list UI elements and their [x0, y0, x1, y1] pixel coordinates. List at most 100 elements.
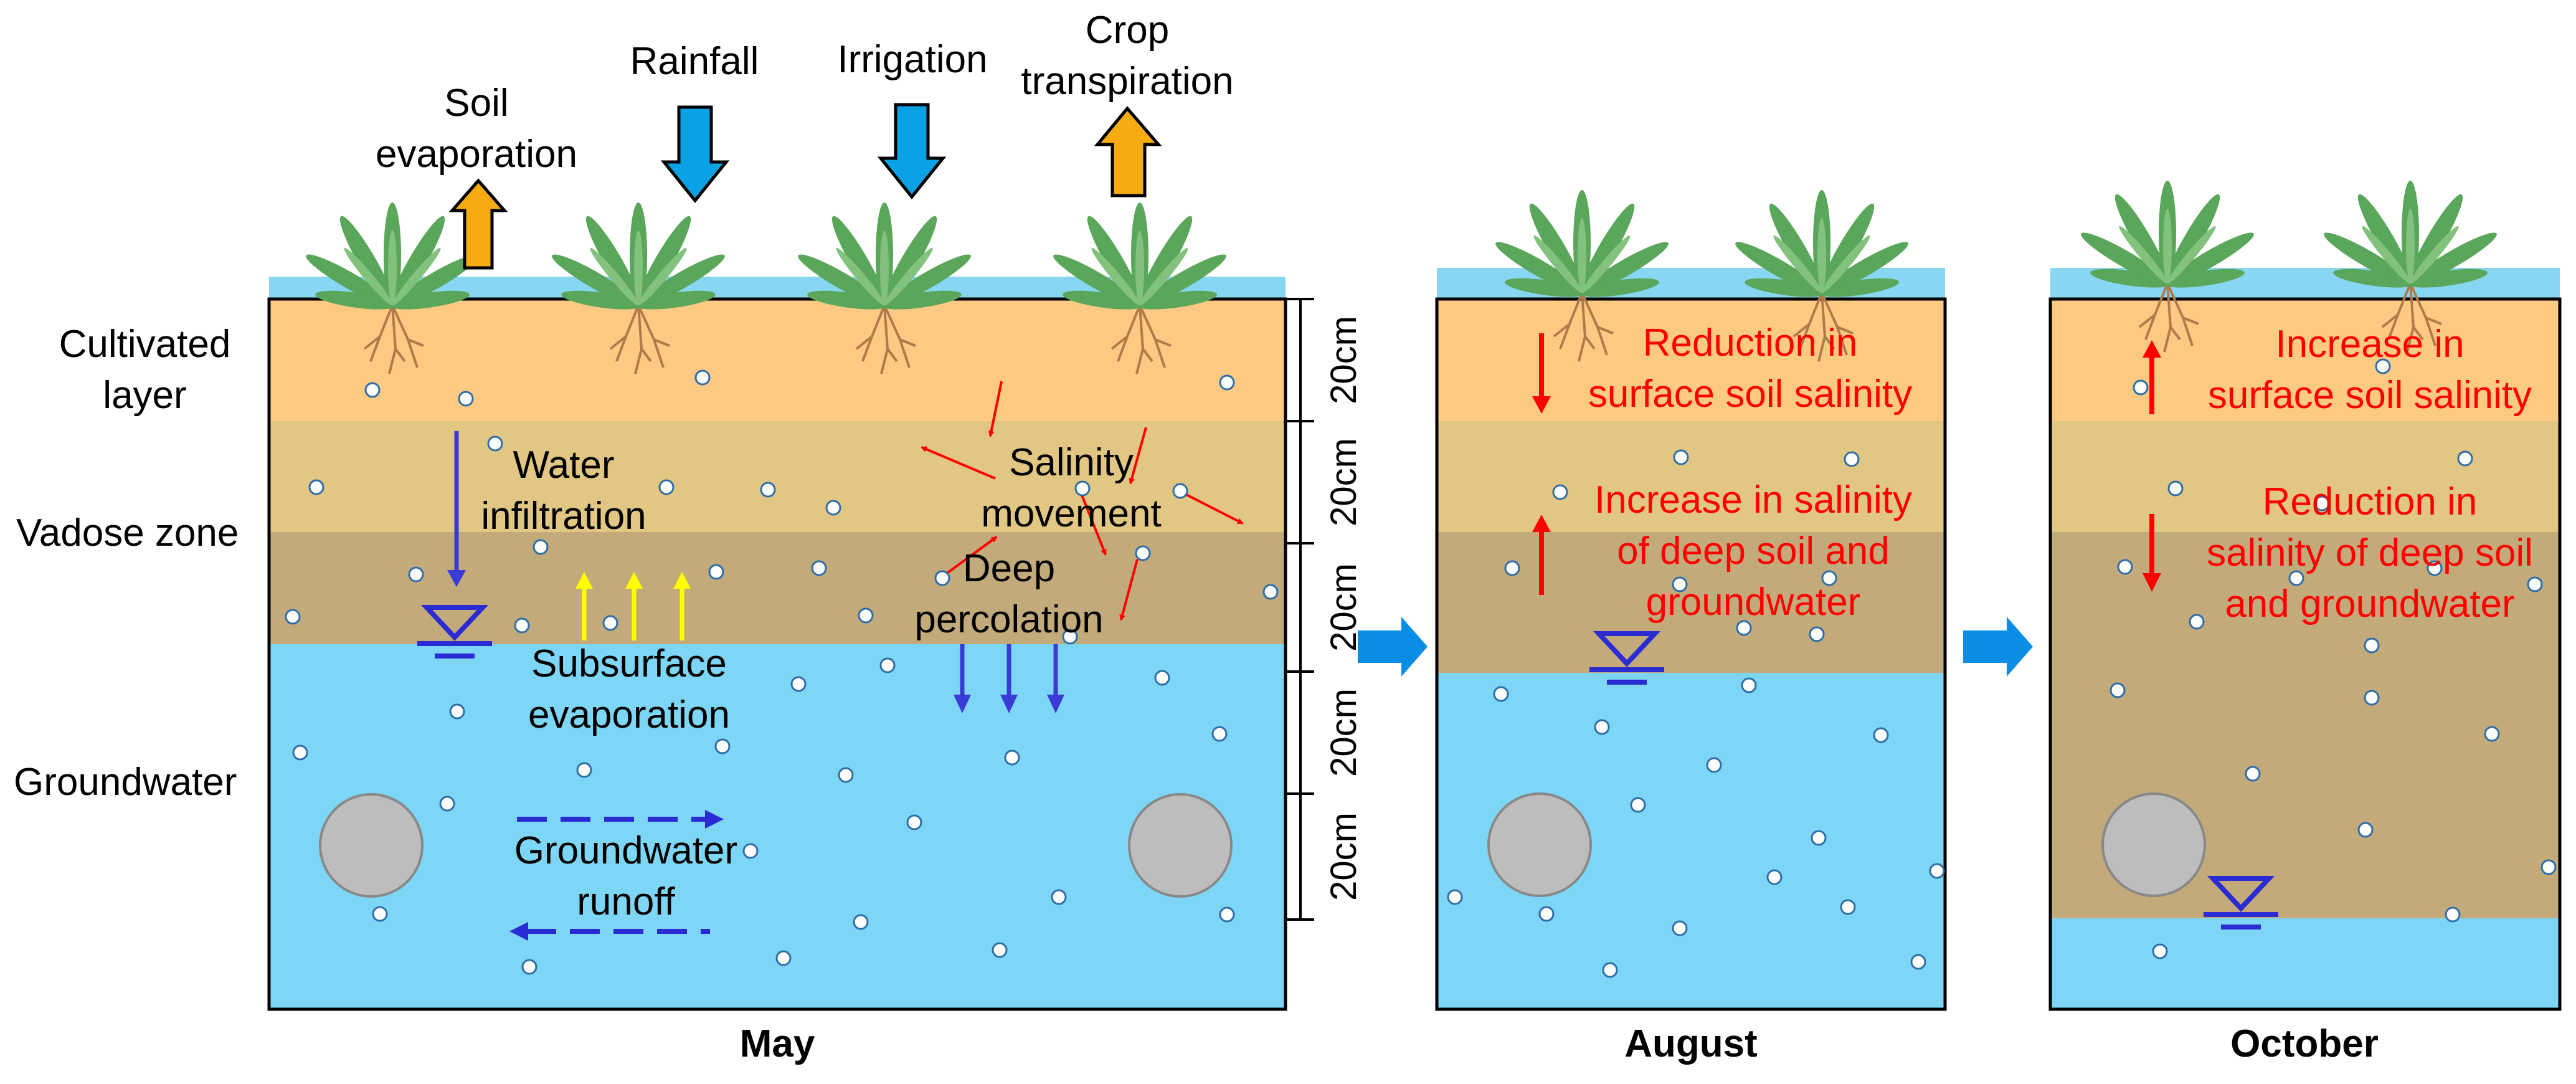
- salt-particle-icon: [1821, 570, 1837, 586]
- soil-evaporation-label: Soil evaporation: [375, 82, 578, 176]
- panel-august: [1435, 189, 1947, 1011]
- salt-particle-icon: [576, 762, 592, 778]
- vadose-zone-label: Vadose zone: [16, 511, 239, 554]
- october-frame: [2048, 297, 2562, 1011]
- salinity-movement-label: Salinity movement: [981, 441, 1162, 535]
- august-reduction-label: Reduction in surface soil salinity: [1588, 321, 1913, 416]
- soil-evaporation-arrow: [448, 178, 508, 270]
- salinity-movement-arrows: [921, 381, 1244, 621]
- salt-particle-icon: [2245, 766, 2261, 782]
- salt-particle-icon: [879, 657, 896, 673]
- salt-particle-icon: [790, 676, 807, 692]
- salt-particle-icon: [760, 482, 776, 498]
- deep-percolation-label: Deep percolation: [914, 547, 1104, 641]
- salt-particle-icon: [2457, 450, 2473, 467]
- depth-label: 20cm: [1324, 438, 1364, 526]
- salt-particle-icon: [2427, 560, 2443, 576]
- crop-transpiration-label: Crop transpiration: [1021, 9, 1234, 103]
- arrow-head: [2143, 573, 2161, 592]
- salt-particle-icon: [1673, 449, 1689, 465]
- depth-label: 20cm: [1324, 688, 1364, 777]
- deep-percolation-arrows: [954, 644, 1064, 713]
- salt-particle-icon: [714, 738, 731, 754]
- salt-particle-icon: [1840, 899, 1856, 915]
- salt-particle-icon: [858, 607, 874, 624]
- groundwater-label: Groundwater: [14, 761, 237, 804]
- drain-pipe-icon: [2101, 792, 2206, 897]
- drain-pipe-icon: [319, 793, 424, 898]
- arrow-head: [1532, 396, 1551, 414]
- transition-arrow: [1358, 617, 1428, 677]
- salt-particle-icon: [2364, 637, 2380, 654]
- salt-particle-icon: [2189, 614, 2205, 630]
- salt-particle-icon: [1602, 962, 1618, 978]
- salt-particle-icon: [1062, 629, 1078, 645]
- salt-particle-icon: [1493, 686, 1509, 702]
- salt-particle-icon: [2357, 822, 2374, 838]
- salt-particle-icon: [1741, 677, 1757, 693]
- subsurface-evaporation-arrows: [575, 572, 691, 640]
- salt-particle-icon: [285, 609, 301, 625]
- salt-particle-icon: [602, 615, 618, 631]
- salt-particle-icon: [1219, 374, 1235, 391]
- august-frame: [1435, 297, 1947, 1011]
- vadose-upper-layer: [1437, 421, 1945, 532]
- salt-particle-icon: [934, 570, 950, 586]
- groundwater-layer: [2050, 918, 2560, 1009]
- salt-particle-icon: [2540, 859, 2557, 875]
- vadose-upper-layer: [2050, 421, 2560, 532]
- salt-particle-icon: [1929, 863, 1945, 879]
- salt-particle-icon: [1262, 584, 1279, 600]
- rainfall-arrow: [660, 105, 730, 203]
- month-may: May: [739, 1022, 815, 1065]
- salt-particle-icon: [408, 566, 424, 582]
- panel-may: [267, 103, 1314, 1011]
- salt-particle-icon: [1552, 484, 1568, 500]
- salt-particle-icon: [2117, 559, 2133, 575]
- salt-particle-icon: [1630, 797, 1646, 813]
- salt-particle-icon: [853, 914, 869, 930]
- depth-label: 20cm: [1324, 812, 1364, 901]
- salt-particle-icon: [1004, 749, 1020, 766]
- vadose-lower-layer: [269, 532, 1286, 644]
- salt-particle-icon: [1672, 576, 1688, 592]
- salt-particle-icon: [2375, 358, 2391, 374]
- salt-particle-icon: [514, 617, 530, 634]
- salt-particle-icon: [364, 382, 381, 398]
- salt-particle-icon: [838, 767, 854, 783]
- salt-particle-icon: [449, 703, 465, 720]
- arrow-head: [2143, 340, 2161, 358]
- salt-particle-icon: [1706, 757, 1722, 773]
- salt-particle-icon: [2484, 726, 2500, 742]
- salt-particle-icon: [1910, 954, 1926, 970]
- salt-particle-icon: [1504, 560, 1520, 576]
- salt-particle-icon: [1594, 719, 1610, 735]
- irrigation-arrow: [877, 103, 947, 199]
- depth-label: 20cm: [1324, 563, 1364, 652]
- salt-particle-icon: [458, 391, 474, 407]
- groundwater-runoff-label: Groundwater runoff: [514, 829, 738, 923]
- rainfall-label: Rainfall: [630, 40, 759, 83]
- month-october: October: [2230, 1022, 2379, 1065]
- salt-particle-icon: [2110, 682, 2126, 698]
- panel-october: [2048, 179, 2562, 1011]
- salt-particle-icon: [1811, 830, 1827, 846]
- salt-particle-icon: [1766, 869, 1783, 885]
- salt-particle-icon: [1538, 906, 1555, 922]
- depth-scale: [1287, 298, 1314, 921]
- arrow-head: [1532, 515, 1551, 532]
- salt-particle-icon: [1051, 889, 1067, 905]
- salt-particle-icon: [308, 479, 324, 495]
- salt-particle-icon: [2445, 906, 2461, 923]
- cultivated-layer-label: Cultivated layer: [59, 323, 231, 417]
- salt-particle-icon: [1172, 483, 1188, 499]
- salt-particle-icon: [533, 539, 549, 555]
- salt-particle-icon: [825, 500, 841, 516]
- salt-particle-icon: [1672, 920, 1688, 936]
- salt-particle-icon: [439, 796, 455, 812]
- salt-particle-icon: [1219, 906, 1235, 923]
- vadose-upper-layer: [269, 421, 1286, 532]
- salt-particle-icon: [1736, 620, 1752, 636]
- irrigation-label: Irrigation: [837, 38, 988, 81]
- salt-particle-icon: [2288, 570, 2304, 586]
